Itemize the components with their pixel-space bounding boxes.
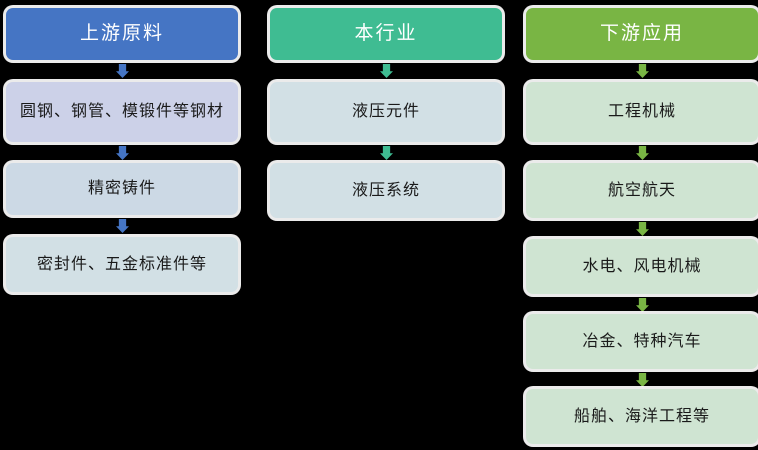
arrow-down-icon: [636, 146, 649, 160]
node-industry-2[interactable]: 液压系统: [270, 163, 502, 218]
node-upstream-2[interactable]: 精密铸件: [6, 163, 238, 215]
node-downstream-3[interactable]: 水电、风电机械: [526, 239, 758, 294]
node-industry-1[interactable]: 液压元件: [270, 82, 502, 142]
node-downstream-5[interactable]: 船舶、海洋工程等: [526, 389, 758, 444]
arrow-down-icon: [380, 146, 393, 160]
arrow-down-icon: [636, 298, 649, 312]
column-downstream: 下游应用 工程机械 航空航天 水电、风电机械 冶金、特种汽车 船舶、海洋工程等: [526, 0, 758, 450]
arrow-down-icon: [636, 64, 649, 78]
arrow-down-icon: [116, 64, 129, 78]
node-downstream-2[interactable]: 航空航天: [526, 163, 758, 218]
arrow-down-icon: [636, 373, 649, 387]
node-downstream-4[interactable]: 冶金、特种汽车: [526, 314, 758, 369]
column-upstream: 上游原料 圆钢、钢管、模锻件等钢材 精密铸件 密封件、五金标准件等: [6, 0, 238, 450]
arrow-down-icon: [116, 219, 129, 233]
node-upstream-1[interactable]: 圆钢、钢管、模锻件等钢材: [6, 82, 238, 142]
arrow-down-icon: [116, 146, 129, 160]
column-header-downstream[interactable]: 下游应用: [526, 8, 758, 60]
arrow-down-icon: [636, 222, 649, 236]
column-header-upstream[interactable]: 上游原料: [6, 8, 238, 60]
node-downstream-1[interactable]: 工程机械: [526, 82, 758, 142]
node-upstream-3[interactable]: 密封件、五金标准件等: [6, 237, 238, 292]
column-industry: 本行业 液压元件 液压系统: [270, 0, 502, 450]
arrow-down-icon: [380, 64, 393, 78]
column-header-industry[interactable]: 本行业: [270, 8, 502, 60]
